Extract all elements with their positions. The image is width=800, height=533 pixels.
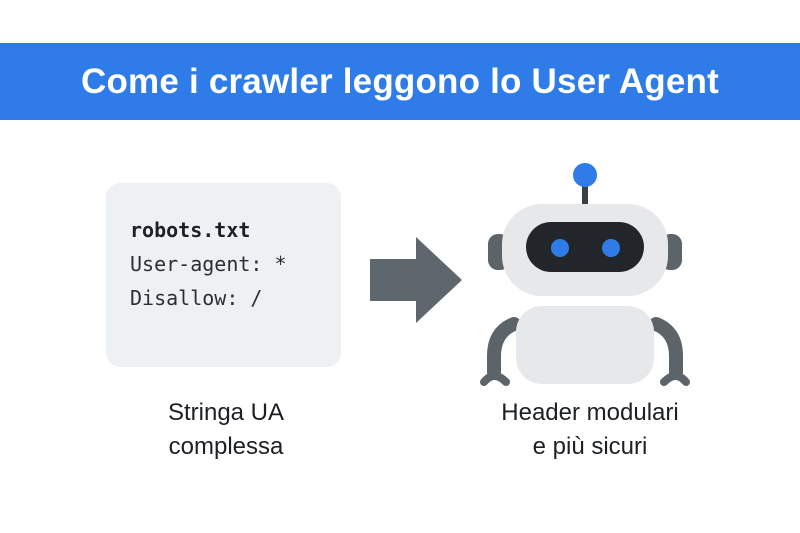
caption-right-line-2: e più sicuri — [532, 433, 648, 460]
caption-left-line-2: complessa — [168, 433, 284, 460]
code-user-agent-line: User-agent: * — [130, 252, 287, 276]
caption-right: Header modulari e più sicuri — [460, 396, 720, 464]
caption-left-line-1: Stringa UA — [167, 399, 285, 426]
right-arrow-icon — [370, 237, 462, 323]
robots-txt-card: robots.txt User-agent: * Disallow: / — [106, 183, 341, 367]
code-filename: robots.txt — [130, 218, 251, 242]
robot-icon — [480, 163, 690, 386]
code-disallow-line: Disallow: / — [130, 286, 263, 310]
title-banner: Come i crawler leggono lo User Agent — [0, 43, 800, 120]
page-title: Come i crawler leggono lo User Agent — [81, 61, 719, 101]
caption-left: Stringa UA complessa — [106, 396, 346, 464]
caption-right-line-1: Header modulari — [501, 399, 679, 426]
